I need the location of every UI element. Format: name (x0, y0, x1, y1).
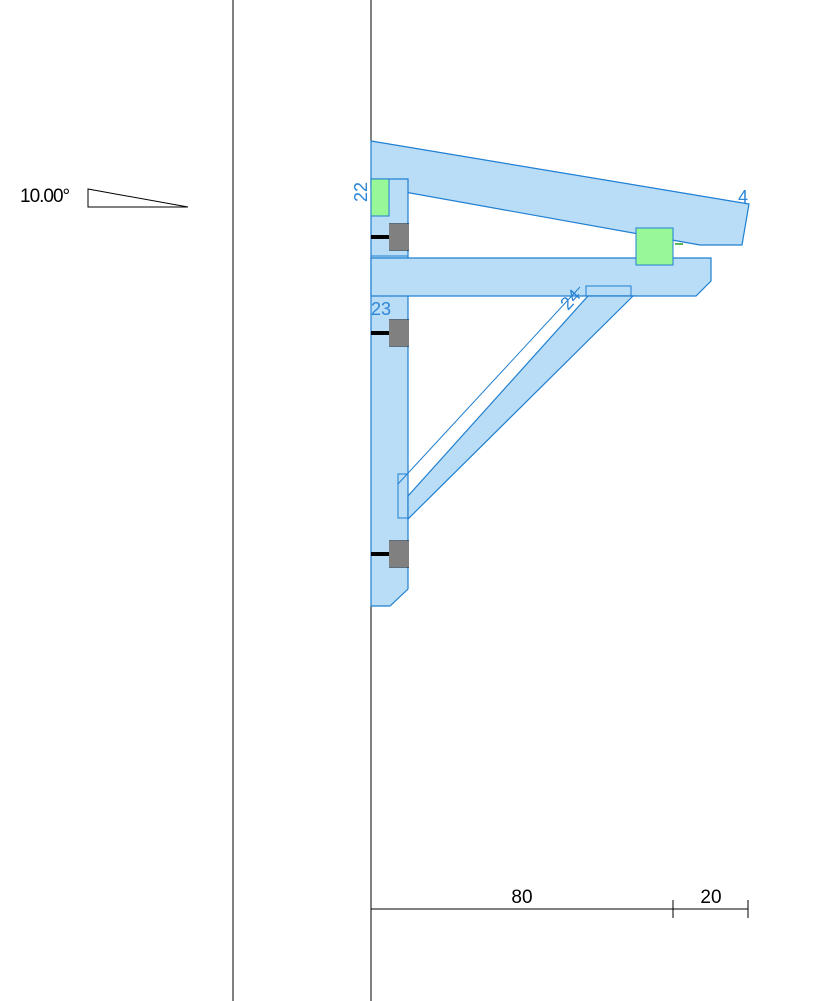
rafter-member (370, 140, 750, 246)
brace-member (407, 295, 635, 521)
dimension-label-20: 20 (700, 887, 721, 908)
brace-edge-line (397, 286, 581, 485)
slope-triangle (87, 188, 189, 208)
post-top-block (370, 178, 390, 217)
brace-foot-notch (397, 473, 409, 519)
part-label-post: 22 (351, 182, 371, 202)
bolt-lower (371, 540, 409, 568)
part-label-beam: 23 (371, 299, 391, 319)
bolt-shaft (371, 235, 391, 239)
part-label-rafter: 4 (738, 187, 748, 207)
bolt-middle (371, 319, 409, 347)
bolt-shaft (371, 331, 391, 335)
slope-label: 10.00° (20, 186, 70, 207)
rafter-support-block (635, 227, 674, 266)
bolt-upper (371, 223, 409, 251)
brace-top-notch (585, 285, 632, 297)
bolt-shaft (371, 552, 391, 556)
dimension-label-80: 80 (511, 887, 532, 908)
